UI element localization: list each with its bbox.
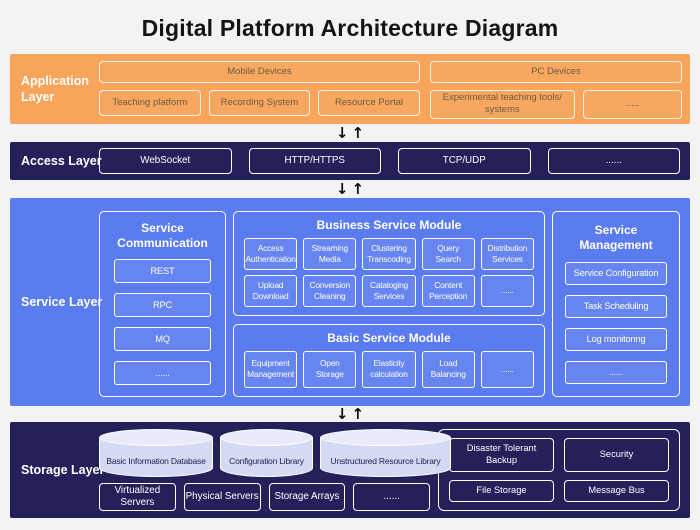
service-modules-column: Business Service Module Access Authentic… (233, 211, 545, 397)
diagram-node: Content Perception (421, 274, 475, 307)
storage-databases-and-servers: Basic Information Database Configuration… (99, 429, 451, 511)
diagram-node: ...... (480, 350, 534, 388)
flow-arrows-access-service: ↓ ↑ (10, 180, 690, 198)
service-management-list: Service Configuration Task Scheduling Lo… (565, 262, 667, 384)
diagram-node: Streaming Media (303, 238, 357, 270)
diagram-node: Upload Download (244, 274, 298, 307)
diagram-node: Distribution Services (480, 238, 534, 270)
servers-row: Virtualized Servers Physical Servers Sto… (99, 483, 430, 511)
diagram-node: Security (564, 438, 669, 472)
database-cylinder-icon: Configuration Library (220, 429, 313, 477)
diagram-node: Elasticity calculation (362, 350, 416, 388)
panel-title: Basic Service Module (327, 330, 451, 345)
storage-layer-content: Basic Information Database Configuration… (99, 422, 690, 518)
diagram-node: ...... (114, 361, 211, 385)
flow-arrows-app-access: ↓ ↑ (10, 124, 690, 142)
panel-title: Service Management (579, 223, 653, 252)
business-module-row-1: Access Authentication Streaming Media Cl… (244, 238, 534, 270)
service-layer: Service Layer Service Communication REST… (10, 198, 690, 406)
basic-module-row: Equipment Management Open Storage Elasti… (244, 350, 534, 388)
database-cylinders-row: Basic Information Database Configuration… (99, 429, 451, 477)
diagram-node: Virtualized Servers (99, 483, 176, 511)
diagram-node: ...... (547, 148, 680, 174)
diagram-node: Physical Servers (183, 483, 261, 511)
device-group-header: PC Devices (429, 61, 682, 83)
down-arrow-icon: ↓ (335, 404, 349, 423)
diagram-node: RPC (114, 293, 211, 317)
diagram-node: HTTP/HTTPS (248, 148, 381, 174)
panel-title: Service Communication (117, 221, 208, 250)
pc-apps-row: Experimental teaching tools/ systems ...… (429, 90, 682, 119)
service-communication-panel: Service Communication REST RPC MQ ...... (99, 211, 226, 397)
service-communication-list: REST RPC MQ ...... (114, 259, 211, 385)
diagram-node: Open Storage (303, 350, 357, 388)
pc-devices-group: PC Devices Experimental teaching tools/ … (429, 61, 682, 119)
application-layer: Application Layer Mobile Devices Teachin… (10, 54, 690, 124)
diagram-canvas: Digital Platform Architecture Diagram Ap… (10, 0, 690, 518)
database-cylinder-icon: Basic Information Database (99, 429, 213, 477)
diagram-node: ...... (353, 483, 430, 511)
diagram-node: Equipment Management (244, 350, 298, 388)
business-module-row-2: Upload Download Conversion Cleaning Cata… (244, 274, 534, 307)
diagram-node: Access Authentication (244, 238, 298, 270)
diagram-node: Storage Arrays (268, 483, 346, 511)
down-arrow-icon: ↓ (335, 179, 349, 198)
diagram-node: Conversion Cleaning (303, 274, 357, 307)
diagram-node: Clustering Transcoding (362, 238, 416, 270)
panel-title: Business Service Module (316, 218, 462, 232)
device-group-header: Mobile Devices (99, 61, 420, 83)
service-management-panel: Service Management Service Configuration… (552, 211, 680, 397)
storage-layer-label: Storage Layer (21, 462, 105, 477)
diagram-node: Log monitonng (565, 328, 667, 351)
basic-service-module-panel: Basic Service Module Equipment Managemen… (233, 323, 545, 397)
diagram-node: TCP/UDP (398, 148, 531, 174)
diagram-node: ...... (565, 361, 667, 384)
database-cylinder-icon: Unstructured Resource Library (320, 429, 451, 477)
diagram-node: Load Balancing (421, 350, 475, 388)
diagram-node: MQ (114, 327, 211, 351)
storage-platform-services-panel: Disaster Tolerant Backup Security File S… (438, 429, 680, 511)
diagram-node: Cataloging Services (362, 274, 416, 307)
diagram-node: ..... (582, 90, 682, 119)
diagram-node: Service Configuration (565, 262, 667, 285)
up-arrow-icon: ↑ (351, 123, 365, 142)
access-layer-label: Access Layer (21, 153, 102, 168)
page-title: Digital Platform Architecture Diagram (141, 15, 559, 41)
diagram-node: WebSocket (99, 148, 232, 174)
diagram-node: File Storage (449, 479, 554, 502)
mobile-devices-group: Mobile Devices Teaching platform Recordi… (99, 61, 420, 116)
diagram-node: Recording System (208, 90, 311, 116)
diagram-node: Resource Portal (318, 90, 420, 116)
access-layer-content: WebSocket HTTP/HTTPS TCP/UDP ...... (99, 142, 690, 180)
storage-layer: Storage Layer Basic Information Database… (10, 422, 690, 518)
application-layer-label: Application Layer (21, 73, 90, 104)
up-arrow-icon: ↑ (351, 404, 365, 423)
up-arrow-icon: ↑ (351, 179, 365, 198)
diagram-node: Message Bus (564, 479, 669, 502)
diagram-node: Task Scheduling (565, 295, 667, 318)
business-service-module-panel: Business Service Module Access Authentic… (233, 211, 545, 316)
diagram-node: Query Search (421, 238, 475, 270)
diagram-node: Experimental teaching tools/ systems (429, 90, 575, 119)
diagram-node: Disaster Tolerant Backup (449, 438, 554, 472)
application-layer-content: Mobile Devices Teaching platform Recordi… (99, 54, 690, 124)
down-arrow-icon: ↓ (335, 123, 349, 142)
diagram-node: REST (114, 259, 211, 283)
mobile-apps-row: Teaching platform Recording System Resou… (99, 90, 420, 116)
access-layer: Access Layer WebSocket HTTP/HTTPS TCP/UD… (10, 142, 690, 180)
service-layer-label: Service Layer (21, 294, 103, 309)
diagram-node: ...... (480, 274, 534, 307)
flow-arrows-service-storage: ↓ ↑ (10, 406, 690, 422)
service-layer-content: Service Communication REST RPC MQ ......… (99, 198, 690, 406)
diagram-node: Teaching platform (99, 90, 201, 116)
